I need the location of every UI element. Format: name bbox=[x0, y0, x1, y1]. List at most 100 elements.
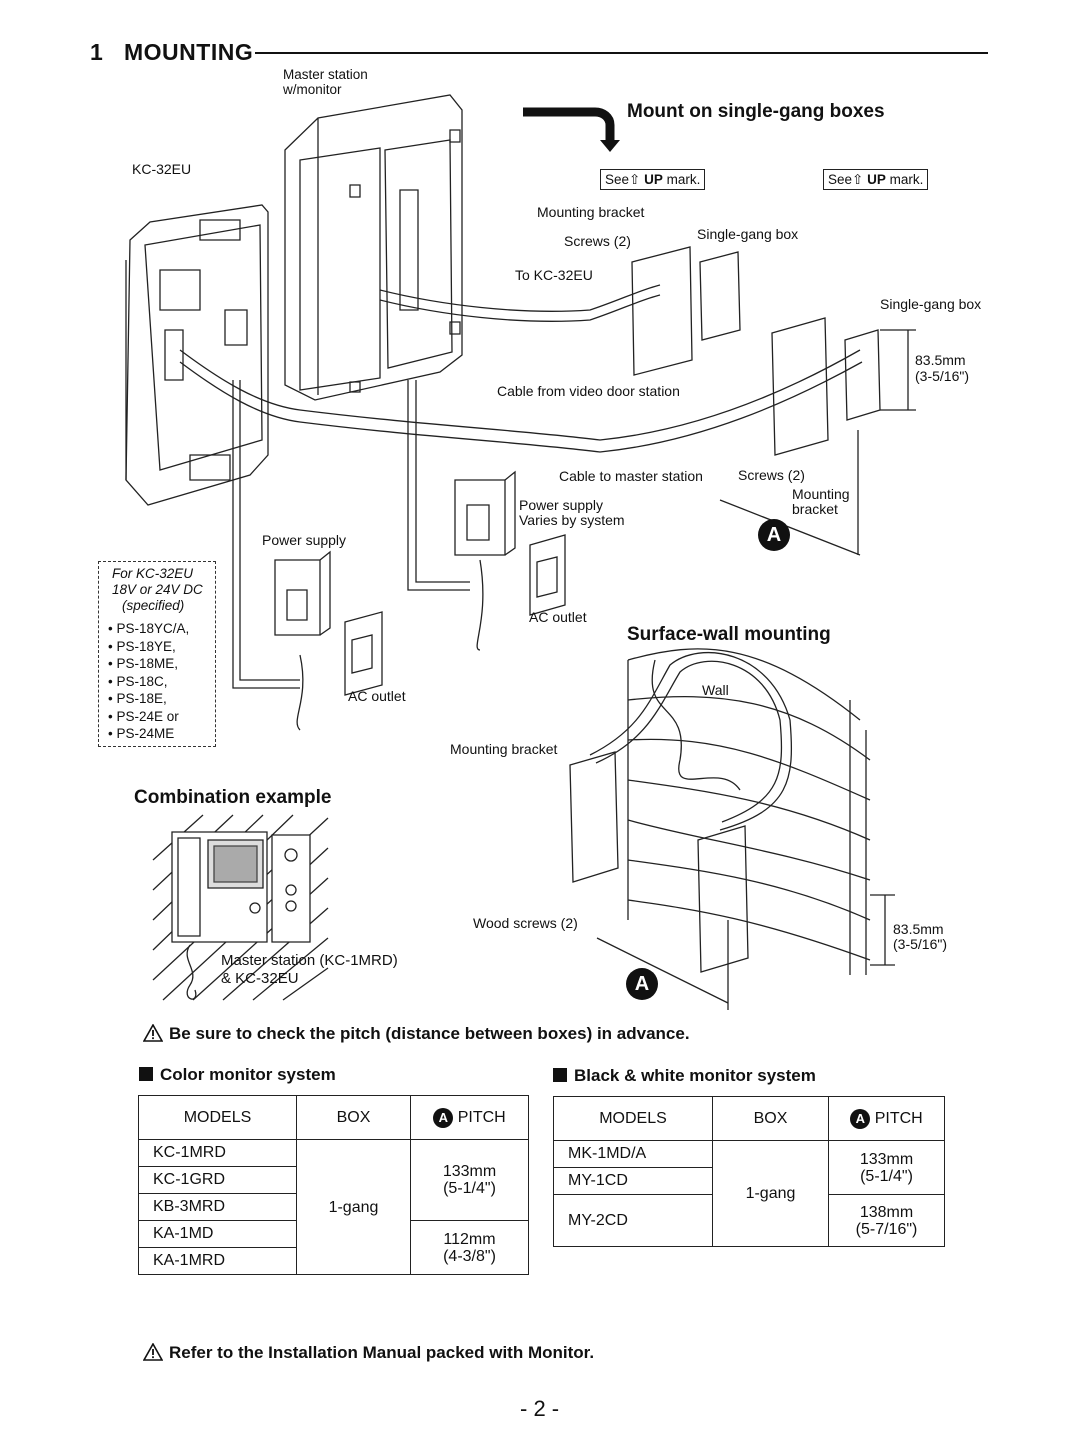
square-bullet-icon bbox=[553, 1068, 567, 1082]
label-master-station-1: Master station bbox=[283, 67, 368, 82]
label-dim-mm-surface: 83.5mm bbox=[893, 921, 944, 937]
warning-icon bbox=[143, 1343, 163, 1361]
list-item: PS-18C, bbox=[108, 673, 189, 691]
mark-text: mark. bbox=[889, 172, 924, 187]
table-row: MY-2CD 138mm(5-7/16") bbox=[553, 1194, 945, 1247]
page-number: - 2 - bbox=[520, 1396, 560, 1421]
power-supply-model-list: PS-18YC/A, PS-18YE, PS-18ME, PS-18C, PS-… bbox=[108, 620, 189, 743]
color-monitor-table: MODELS BOX A PITCH KC-1MRD 1-gang 133mm(… bbox=[138, 1095, 529, 1275]
list-item: PS-24E or bbox=[108, 708, 189, 726]
list-item: PS-18E, bbox=[108, 690, 189, 708]
col-models: MODELS bbox=[138, 1095, 297, 1140]
label-wall: Wall bbox=[702, 682, 729, 698]
color-table-title: Color monitor system bbox=[139, 1065, 336, 1085]
list-item: PS-18ME, bbox=[108, 655, 189, 673]
section-number: 1 bbox=[90, 39, 104, 65]
model-cell: KA-1MD bbox=[138, 1220, 297, 1248]
label-ac-outlet-left: AC outlet bbox=[348, 688, 406, 704]
label-surface-mounting-bracket: Mounting bracket bbox=[450, 741, 558, 757]
label-master-station-2: w/monitor bbox=[283, 82, 342, 97]
label-dim-in-top: (3-5/16") bbox=[915, 368, 969, 384]
single-gang-title: Mount on single-gang boxes bbox=[627, 101, 885, 122]
pitch-note-text: Be sure to check the pitch (distance bet… bbox=[169, 1024, 690, 1043]
label-dim-in-surface: (3-5/16") bbox=[893, 936, 947, 952]
label-kc32eu: KC-32EU bbox=[132, 161, 192, 177]
power-box-line3: (specified) bbox=[122, 598, 185, 613]
box-cell: 1-gang bbox=[712, 1140, 829, 1247]
bw-monitor-table: MODELS BOX A PITCH MK-1MD/A 1-gang 133mm… bbox=[553, 1096, 945, 1247]
label-dim-mm-top: 83.5mm bbox=[915, 352, 966, 368]
label-cable-master: Cable to master station bbox=[559, 468, 703, 484]
pitch-2-in: (5-7/16") bbox=[855, 1220, 918, 1238]
power-supply-list-box bbox=[98, 561, 216, 747]
model-cell: MK-1MD/A bbox=[553, 1140, 713, 1168]
pitch-header-text: PITCH bbox=[457, 1108, 506, 1126]
pitch-marker-a-top: A bbox=[758, 519, 790, 551]
box-cell: 1-gang bbox=[296, 1139, 411, 1275]
pitch-warning-note: Be sure to check the pitch (distance bet… bbox=[143, 1024, 690, 1044]
col-models: MODELS bbox=[553, 1096, 713, 1141]
power-box-line2: 18V or 24V DC bbox=[112, 582, 203, 597]
label-to-kc32eu: To KC-32EU bbox=[515, 267, 593, 283]
model-cell: MY-2CD bbox=[553, 1194, 713, 1247]
pitch-1-in: (5-1/4") bbox=[860, 1167, 913, 1185]
pitch-header-text: PITCH bbox=[874, 1109, 923, 1127]
combination-caption-1: Master station (KC-1MRD) bbox=[221, 952, 398, 969]
table-row: MY-1CD bbox=[553, 1167, 945, 1195]
see-up-mark-box-1: See⇧ UP mark. bbox=[600, 169, 706, 190]
table-header-row: MODELS BOX A PITCH bbox=[138, 1095, 529, 1140]
see-text: See bbox=[605, 172, 630, 187]
warning-icon bbox=[143, 1024, 163, 1042]
label-single-gang-box-1: Single-gang box bbox=[697, 226, 799, 242]
model-cell: KA-1MRD bbox=[138, 1247, 297, 1275]
list-item: PS-24ME bbox=[108, 725, 189, 743]
table-header-row: MODELS BOX A PITCH bbox=[553, 1096, 945, 1141]
label-single-gang-box-2: Single-gang box bbox=[880, 296, 982, 312]
label-power-supply-mid-1: Power supply bbox=[519, 497, 604, 513]
pitch-2-in: (4-3/8") bbox=[443, 1247, 496, 1265]
model-cell: KC-1GRD bbox=[138, 1166, 297, 1194]
combination-caption-2: & KC-32EU bbox=[221, 970, 299, 987]
table-row: KA-1MD 112mm(4-3/8") bbox=[138, 1220, 529, 1275]
list-item: PS-18YC/A, bbox=[108, 620, 189, 638]
pitch-1-mm: 133mm bbox=[859, 1150, 914, 1168]
bw-table-title: Black & white monitor system bbox=[553, 1066, 816, 1086]
surface-wall-title: Surface-wall mounting bbox=[627, 624, 831, 645]
col-box: BOX bbox=[712, 1096, 829, 1141]
pitch-1-in: (5-1/4") bbox=[443, 1180, 496, 1197]
table-row: KA-1MRD bbox=[138, 1247, 529, 1275]
combination-title: Combination example bbox=[134, 787, 332, 808]
square-bullet-icon bbox=[139, 1067, 153, 1081]
see-up-mark-box-2: See⇧ UP mark. bbox=[823, 169, 929, 190]
arrow-down-icon bbox=[600, 140, 620, 152]
model-cell: KB-3MRD bbox=[138, 1193, 297, 1221]
label-mounting-bracket-2a: Mounting bbox=[792, 486, 850, 502]
label-mounting-bracket: Mounting bracket bbox=[537, 204, 645, 220]
list-item: PS-18YE, bbox=[108, 638, 189, 656]
pitch-2-mm: 112mm bbox=[443, 1230, 496, 1248]
pitch-marker-a-surface: A bbox=[626, 968, 658, 1000]
up-arrow-icon: ⇧ bbox=[852, 172, 864, 187]
pitch-marker-a: A bbox=[850, 1108, 871, 1129]
table-row: KC-1GRD bbox=[138, 1166, 529, 1194]
col-box: BOX bbox=[296, 1095, 411, 1140]
label-power-supply-mid-2: Varies by system bbox=[519, 512, 625, 528]
model-cell: MY-1CD bbox=[553, 1167, 713, 1195]
table-row: KB-3MRD bbox=[138, 1193, 529, 1221]
table-row: KC-1MRD 1-gang 133mm(5-1/4") bbox=[138, 1139, 529, 1275]
label-wood-screws: Wood screws (2) bbox=[473, 915, 578, 931]
up-arrow-icon: ⇧ bbox=[629, 172, 641, 187]
pitch-cell-1: 133mm(5-1/4") bbox=[410, 1139, 529, 1221]
col-pitch: A PITCH bbox=[410, 1095, 529, 1140]
mark-text: mark. bbox=[666, 172, 701, 187]
pitch-marker-a: A bbox=[433, 1107, 454, 1128]
pitch-cell-1: 133mm(5-1/4") bbox=[828, 1140, 945, 1195]
up-text: UP bbox=[644, 172, 663, 187]
label-mounting-bracket-2b: bracket bbox=[792, 501, 838, 517]
refer-note: Refer to the Installation Manual packed … bbox=[143, 1343, 594, 1363]
pitch-2-mm: 138mm bbox=[859, 1203, 914, 1221]
col-pitch: A PITCH bbox=[828, 1096, 945, 1141]
table-row: MK-1MD/A 1-gang 133mm(5-1/4") bbox=[553, 1140, 945, 1247]
model-cell: KC-1MRD bbox=[138, 1139, 297, 1167]
label-power-supply-left: Power supply bbox=[262, 532, 347, 548]
